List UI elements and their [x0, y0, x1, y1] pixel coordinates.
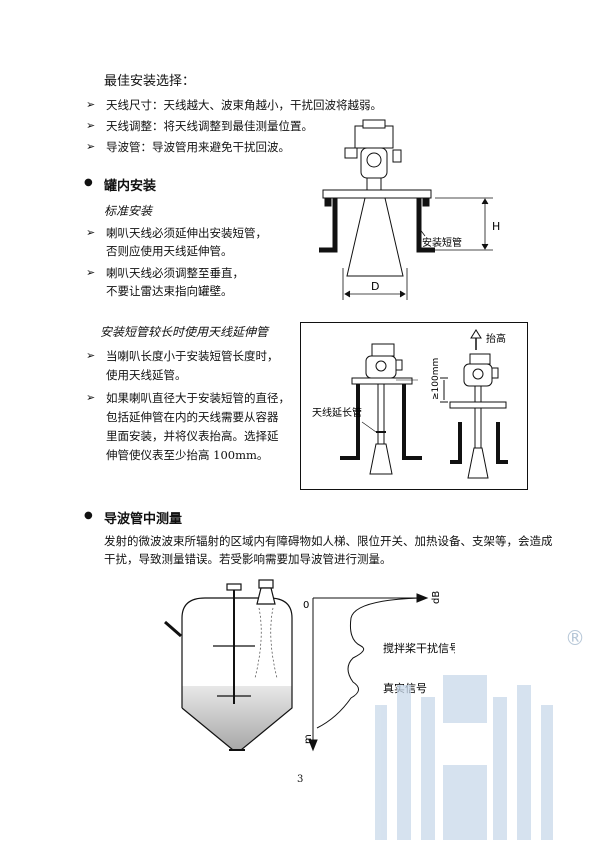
intro-title: 最佳安装选择：: [104, 74, 196, 89]
pipe-label: 安装短管: [422, 236, 462, 249]
paragraph-line: 干扰，导致测量错误。若受影响需要加导波管进行测量。: [104, 552, 392, 566]
zero-label: 0: [303, 600, 309, 611]
arrow-bullet-icon: ➢: [86, 391, 96, 404]
dot-bullet-icon: ●: [84, 177, 93, 188]
arrow-bullet-icon: ➢: [86, 119, 96, 132]
list-item-text: 如果喇叭直径大于安装短管的直径，: [106, 391, 290, 405]
list-item-text: 不要让雷达束指向罐壁。: [106, 284, 233, 298]
d-label: D: [371, 280, 379, 293]
list-item-text: 伸管使仪表至少抬高 100mm。: [106, 448, 269, 462]
arrow-bullet-icon: ➢: [86, 349, 96, 362]
list-item-text: 天线尺寸：天线越大、波束角越小，干扰回波将越弱。: [106, 98, 382, 112]
list-item-text: 导波管：导波管用来避免干扰回波。: [106, 140, 290, 154]
interference-label: 搅拌桨干扰信号: [383, 641, 455, 655]
list-item-text: 喇叭天线必须调整至垂直，: [106, 266, 244, 280]
list-item-text: 包括延伸管在内的天线需要从容器: [106, 410, 279, 424]
list-item-text: 喇叭天线必须延伸出安装短管，: [106, 226, 267, 240]
paragraph-line: 发射的微波波束所辐射的区域内有障碍物如人梯、限位开关、加热设备、支架等，会造成: [104, 534, 553, 548]
guide-pipe-figure: 0 dB m 搅拌桨干扰信号 真实信号: [164, 579, 455, 752]
arrow-bullet-icon: ➢: [86, 140, 96, 153]
dot-bullet-icon: ●: [84, 510, 93, 521]
section-heading: 导波管中测量: [104, 512, 183, 527]
extension-label: 天线延长管: [312, 406, 362, 419]
arrow-bullet-icon: ➢: [86, 266, 96, 279]
standard-install-figure: H D 安装短管: [319, 119, 500, 300]
dim-label: ≥100mm: [431, 358, 441, 400]
list-item-text: 里面安装，并将仪表抬高。选择延: [106, 429, 279, 443]
arrow-bullet-icon: ➢: [86, 98, 96, 111]
h-label: H: [492, 220, 500, 233]
lift-label: 抬高: [486, 332, 506, 345]
list-item-text: 当喇叭长度小于安装短管长度时，: [106, 349, 279, 363]
section-heading: 罐内安装: [104, 179, 157, 194]
registered-mark: ®: [565, 626, 585, 650]
list-item-text: 否则应使用天线延伸管。: [106, 244, 233, 258]
section-subheading: 安装短管较长时使用天线延伸管: [100, 325, 269, 339]
extension-figure: 抬高 ≥100mm 天线延长管: [300, 322, 528, 490]
page-number: 3: [297, 774, 304, 785]
list-item-text: 天线调整：将天线调整到最佳测量位置。: [106, 119, 313, 133]
arrow-bullet-icon: ➢: [86, 226, 96, 239]
m-label: m: [303, 734, 314, 744]
list-item-text: 使用天线延管。: [106, 368, 187, 382]
db-label: dB: [431, 591, 442, 604]
section-subheading: 标准安装: [104, 204, 153, 218]
watermark-logo: ®: [375, 626, 585, 840]
